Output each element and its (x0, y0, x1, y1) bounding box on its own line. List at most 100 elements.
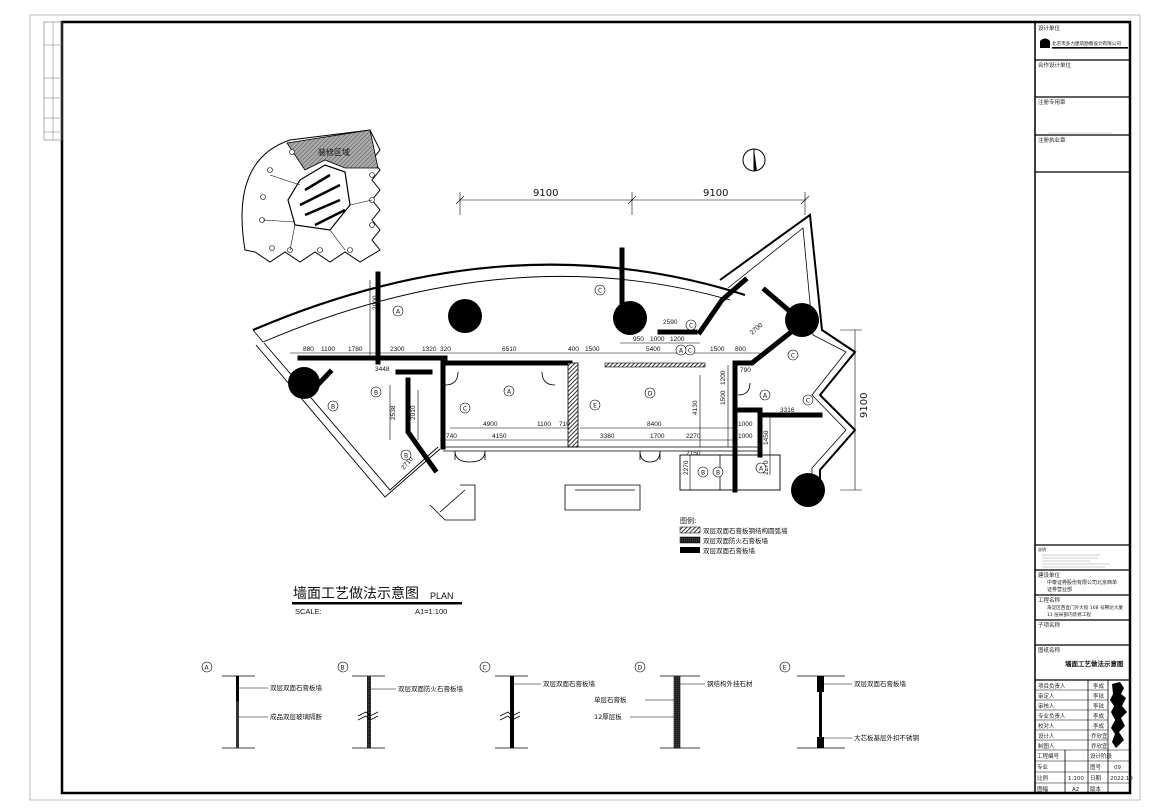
dimension-label: 1450 (763, 430, 770, 445)
dimension-label: 1500 (720, 390, 727, 405)
dimension-label: 1780 (348, 346, 363, 353)
wall-tag: B (370, 386, 382, 398)
wall-tag: C (459, 402, 471, 414)
name: 李成 (1093, 712, 1105, 720)
registered-seal-label: 注册专用章 (1038, 98, 1066, 106)
detail-note: 双层双面石膏板墙 (854, 679, 907, 688)
wall-tag-letter: A (759, 466, 764, 473)
detail-note: 大芯板基层外扣不锈钢 (854, 733, 920, 742)
date-label: 日期 (1090, 775, 1102, 782)
role: 专业负责人 (1038, 712, 1066, 720)
dimension-label: 2700 (749, 322, 765, 337)
wall-tag-letter: B (404, 453, 408, 460)
drawing-no-label: 图号 (1090, 763, 1102, 771)
version-label: 版本 (1090, 785, 1102, 793)
drawing-no: 09 (1114, 765, 1121, 771)
wall-tag: C (802, 394, 814, 406)
company-logo-text: 北京市多力建筑勘察设计有限公司 (1052, 40, 1121, 47)
design-unit-label: 设计单位 (1038, 24, 1061, 32)
wall-type-tags: A C C B B B C A D E A C C A A B B C (327, 284, 814, 478)
wall-tag-letter: D (648, 391, 653, 398)
client-label: 建设单位 (1038, 571, 1061, 579)
dimension-label: 2270 (763, 460, 770, 475)
dimension-label: 1000 (738, 433, 753, 440)
dimension-label: 1320 (422, 346, 437, 353)
legend: 图例: 双层双面石膏板钢结构圆弧墙 双层双面防火石膏板墙 双层双面石膏板墙 (679, 516, 788, 555)
dimension-label: 2010 (410, 405, 417, 420)
wall-tag-letter: C (791, 353, 795, 360)
name: 李铉 (1093, 702, 1105, 710)
structural-columns (288, 299, 825, 507)
dimension-label: 4900 (483, 421, 498, 428)
dimension-label: 1000 (738, 421, 753, 428)
dimension-label: 2270 (686, 433, 701, 440)
dimension-label: 950 (633, 336, 644, 343)
title-block: 设计单位 北京市多力建筑勘察设计有限公司 合作设计单位 注册专用章 注册执业章 … (1034, 21, 1133, 794)
role: 审定人 (1038, 692, 1055, 700)
wall-tag: B (712, 466, 724, 478)
company-logo: 北京市多力建筑勘察设计有限公司 (1040, 38, 1128, 49)
name: 李成 (1093, 682, 1105, 690)
wall-tag: A (759, 389, 771, 401)
dimension-label: 710 (559, 421, 570, 428)
discipline-label: 专业 (1037, 763, 1049, 771)
dimension-labels: 880 1100 1780 2300 1320 320 6510 400 150… (303, 295, 795, 475)
wall-tag: A (675, 344, 687, 356)
wall-tag-letter: A (507, 389, 512, 396)
wall-tag: E (589, 399, 601, 411)
drawing-name-value: 墙面工艺做法示意图 (1065, 659, 1124, 668)
legend-swatch-solid (680, 547, 700, 553)
drawing-name-label: 图纸名称 (1038, 646, 1061, 654)
dimension-label: 4150 (492, 433, 507, 440)
sheet-border (29, 14, 1141, 801)
dimension-label: 8400 (647, 421, 662, 428)
project-no-label: 工程编号 (1037, 752, 1060, 760)
dimension-label: 2000 (372, 295, 379, 310)
date-value: 2022.10 (1110, 776, 1133, 782)
wall-tag-letter: C (688, 348, 692, 355)
dimension-label: 400 (568, 346, 579, 353)
wall-tag-letter: C (463, 406, 467, 413)
dimension-label: 1100 (321, 346, 335, 353)
wall-tag: C (787, 349, 799, 361)
signatures (1110, 682, 1127, 748)
detail-c: C 双层双面石膏板墙 (479, 661, 596, 749)
wall-tag-letter: C (689, 323, 693, 330)
dimension-label: 880 (303, 346, 314, 353)
detail-tag: A (205, 665, 210, 672)
wall-tag: A (755, 462, 767, 474)
detail-tag: C (483, 665, 487, 672)
size-label: 图幅 (1037, 785, 1049, 793)
dimension-label: 800 (735, 346, 746, 353)
scale-value: 1:100 (1068, 776, 1084, 782)
name: 乔欣宜 (1091, 732, 1108, 740)
wall-tag: B (400, 449, 412, 461)
dimension-label: 2270 (683, 460, 690, 475)
north-arrow-icon (742, 148, 766, 172)
client-value-line2: 证券营业部 (1047, 586, 1072, 593)
wall-tag-letter: A (763, 393, 768, 400)
scale-label: SCALE: (295, 607, 322, 616)
dimension-label: 2300 (390, 346, 405, 353)
drawing-title-cn: 墙面工艺做法示意图 (293, 585, 419, 602)
practice-seal-label: 注册执业章 (1038, 136, 1066, 144)
scale-value: A1=1:100 (415, 607, 447, 616)
detail-a: A 双层双面石膏板墙 成品双层玻璃隔断 (201, 661, 323, 749)
coop-unit-label: 合作设计单位 (1038, 61, 1072, 69)
role: 项目负责人 (1038, 682, 1066, 690)
client-value-line1: 中泰证券股份有限公司北京西单 (1047, 579, 1117, 586)
dimension-label: 740 (446, 433, 457, 440)
detail-tag: E (783, 665, 787, 672)
role: 设计人 (1038, 732, 1055, 740)
dimension-label: 1100 (537, 421, 551, 428)
detail-note: 12厚层板 (594, 712, 622, 721)
dimension-label: 790 (740, 367, 751, 374)
stone-wall (604, 362, 706, 368)
wall-tag: C (594, 284, 606, 296)
renovation-zone-label: 装修区域 (318, 147, 350, 157)
dimension-label: 5400 (646, 346, 661, 353)
wall-tag: C (684, 344, 696, 356)
detail-note: 双层双面防火石膏板墙 (398, 684, 464, 693)
detail-note: 双层双面石膏板墙 (543, 679, 596, 688)
subproject-label: 子项名称 (1038, 621, 1061, 629)
